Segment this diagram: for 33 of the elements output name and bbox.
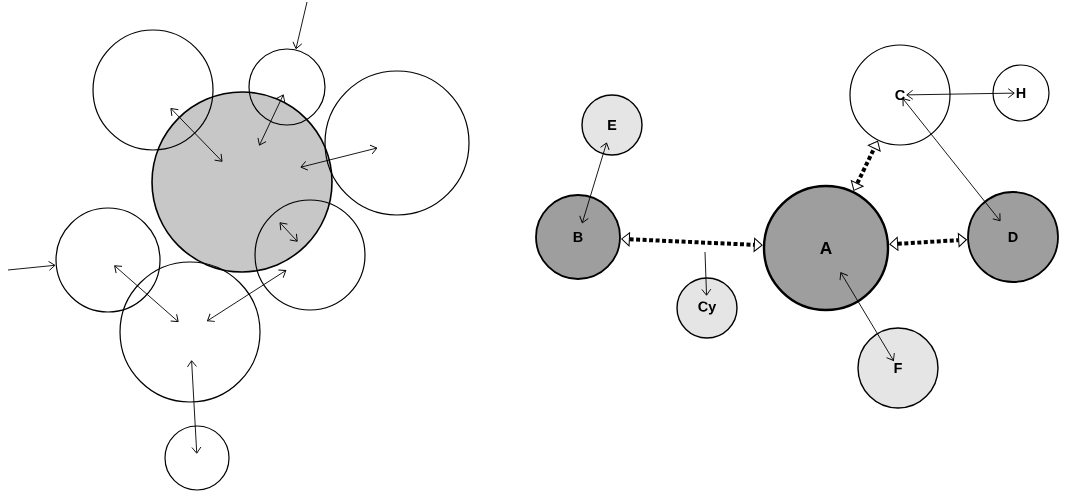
arrow xyxy=(170,108,223,162)
bubble xyxy=(92,29,214,151)
arrow xyxy=(906,88,1015,100)
crosshatched-bubble: B xyxy=(535,194,621,280)
arrow xyxy=(579,142,610,224)
arrow xyxy=(187,360,202,454)
arrow xyxy=(292,1,308,50)
crosshatched-bubble: D xyxy=(967,191,1059,283)
arrow xyxy=(207,269,287,322)
hatched-bubble xyxy=(151,91,333,273)
dotted-bubble: E xyxy=(581,94,643,156)
arrow xyxy=(257,94,286,146)
bubble: H xyxy=(992,64,1050,122)
dotted-bubble: F xyxy=(857,327,939,409)
crosshatched-bubble: A xyxy=(762,184,890,312)
bubble xyxy=(254,199,366,311)
bubble xyxy=(119,261,261,403)
dotted-bubble: Cy xyxy=(676,277,738,339)
arrow xyxy=(279,222,298,242)
arrow xyxy=(839,272,895,361)
bubble xyxy=(55,207,161,313)
arrow xyxy=(701,251,712,296)
arrow xyxy=(889,233,967,251)
bubble: C xyxy=(849,44,951,146)
bubble xyxy=(248,48,326,126)
arrow xyxy=(114,265,179,323)
arrow xyxy=(850,140,881,191)
arrow xyxy=(7,260,56,271)
arrow xyxy=(300,144,378,171)
bubble xyxy=(324,70,470,216)
arrow xyxy=(902,98,1001,222)
bubble xyxy=(164,425,230,491)
arrow xyxy=(621,232,763,252)
